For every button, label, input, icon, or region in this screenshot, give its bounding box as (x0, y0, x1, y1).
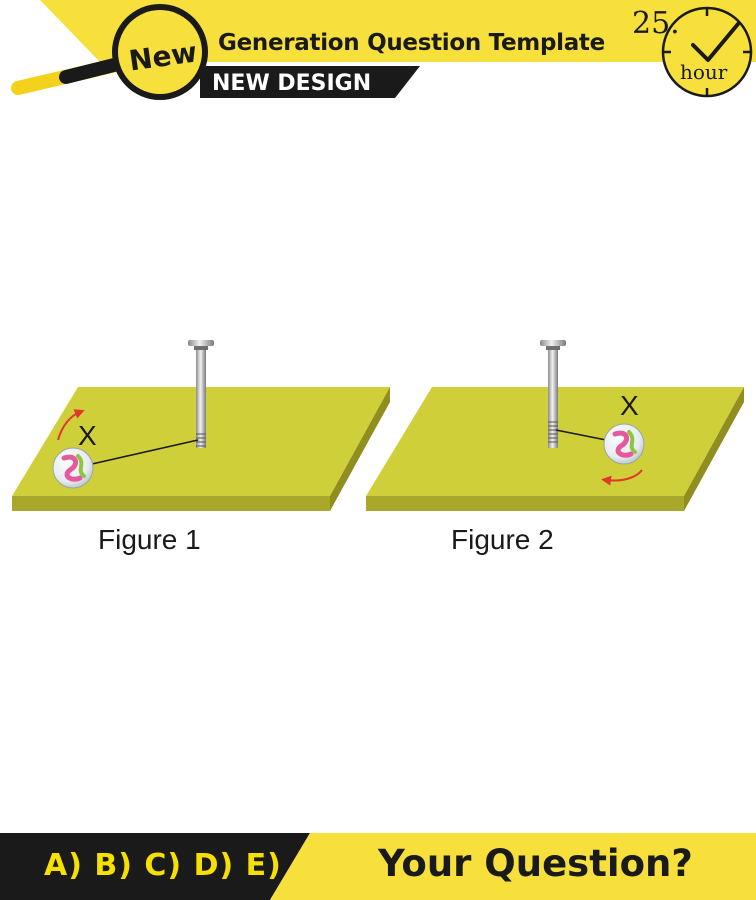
figure-1-nail-icon (188, 340, 214, 448)
timer-unit: hour (680, 60, 728, 84)
figure-1-marble-icon (52, 447, 94, 489)
figures-illustration (12, 340, 744, 511)
answer-options: A) B) C) D) E) (44, 848, 282, 883)
clock-icon (661, 6, 753, 98)
figure-2-string (555, 429, 607, 441)
timer-value: 25. (632, 6, 680, 41)
magnifier-handle-icon (11, 56, 129, 95)
footer-graphics (0, 833, 756, 900)
figure-2-nail-icon (540, 340, 566, 448)
figure-1-label: Figure 1 (98, 524, 201, 555)
header-graphics (11, 0, 756, 100)
figure-1-rotation-arrow-icon (57, 409, 85, 441)
footer-dark-band (0, 833, 310, 900)
subtitle-ribbon (200, 66, 420, 98)
footer-yellow-band (270, 833, 756, 900)
figure-2-marble-icon (603, 423, 645, 465)
figure-2-label: Figure 2 (451, 524, 554, 555)
question-text: Your Question? (378, 842, 693, 885)
header-title: Generation Question Template (218, 30, 605, 56)
figure-1-string (91, 439, 199, 465)
figure-2-rotation-arrow-icon (601, 469, 643, 486)
figure-2-object-label: X (620, 390, 639, 421)
figure-1-object-label: X (78, 420, 97, 451)
header-subtitle: NEW DESIGN (212, 71, 372, 96)
header-band (40, 0, 756, 62)
checkmark-icon (691, 22, 740, 62)
